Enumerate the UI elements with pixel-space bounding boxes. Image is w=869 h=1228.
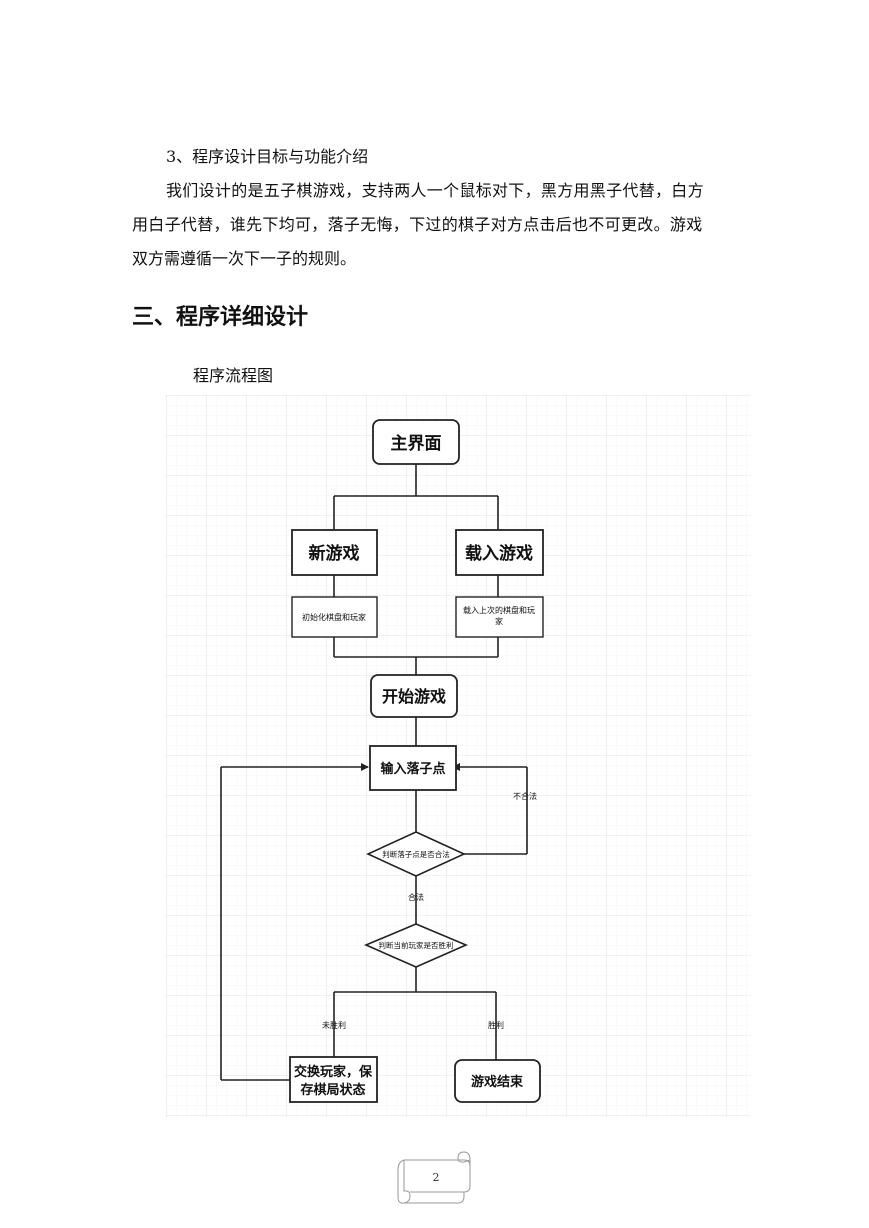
start-game-node (370, 674, 458, 718)
load-game-label: 载入游戏 (465, 543, 533, 564)
load-game-node (455, 529, 544, 576)
section-heading: 3、程序设计目标与功能介绍 (166, 147, 369, 166)
check-legal-decision (366, 831, 466, 877)
illegal-label: 不合法 (513, 791, 537, 801)
not-win-label: 未胜利 (322, 1020, 346, 1030)
check-legal-label: 判断落子点是否合法 (382, 849, 450, 859)
game-over-node (454, 1059, 541, 1103)
connector-lines (220, 464, 528, 1081)
swap-player-label-line1: 交换玩家，保 (294, 1064, 373, 1080)
paragraph-line-3: 双方需遵循一次下一子的规则。 (132, 249, 357, 268)
game-over-label: 游戏结束 (471, 1074, 524, 1090)
input-move-label: 输入落子点 (380, 761, 445, 777)
new-game-node (291, 529, 378, 576)
start-game-label: 开始游戏 (382, 687, 446, 706)
init-board-node (291, 596, 378, 638)
input-move-node (369, 745, 457, 791)
check-win-decision (363, 923, 469, 968)
win-label: 胜利 (488, 1020, 504, 1030)
chapter-heading: 三、程序详细设计 (132, 305, 309, 330)
paragraph-line-2: 用白子代替，谁先下均可，落子无悔，下过的棋子对方点击后也不可更改。游戏 (132, 215, 703, 234)
init-board-label: 初始化棋盘和玩家 (302, 612, 366, 622)
paragraph-line-1: 我们设计的是五子棋游戏，支持两人一个鼠标对下，黑方用黑子代替，白方 (166, 181, 704, 200)
grid-background (166, 395, 751, 1117)
swap-player-label-line2: 存棋局状态 (300, 1082, 365, 1098)
legal-label: 合法 (408, 892, 424, 902)
page-number: 2 (433, 1171, 440, 1184)
main-menu-label: 主界面 (391, 433, 442, 454)
program-flowchart: 主界面 新游戏 载入游戏 初始化棋盘和玩家 载入上次的棋盘和玩 家 开始游戏 输… (166, 395, 751, 1117)
load-last-board-node (455, 596, 544, 638)
new-game-label: 新游戏 (309, 543, 360, 564)
main-menu-node (372, 419, 460, 465)
load-last-label-line1: 载入上次的棋盘和玩 (463, 605, 535, 615)
figure-caption: 程序流程图 (193, 366, 274, 385)
load-last-label-line2: 家 (495, 616, 503, 626)
swap-player-node (289, 1056, 378, 1103)
check-win-label: 判断当前玩家是否胜利 (379, 940, 454, 950)
